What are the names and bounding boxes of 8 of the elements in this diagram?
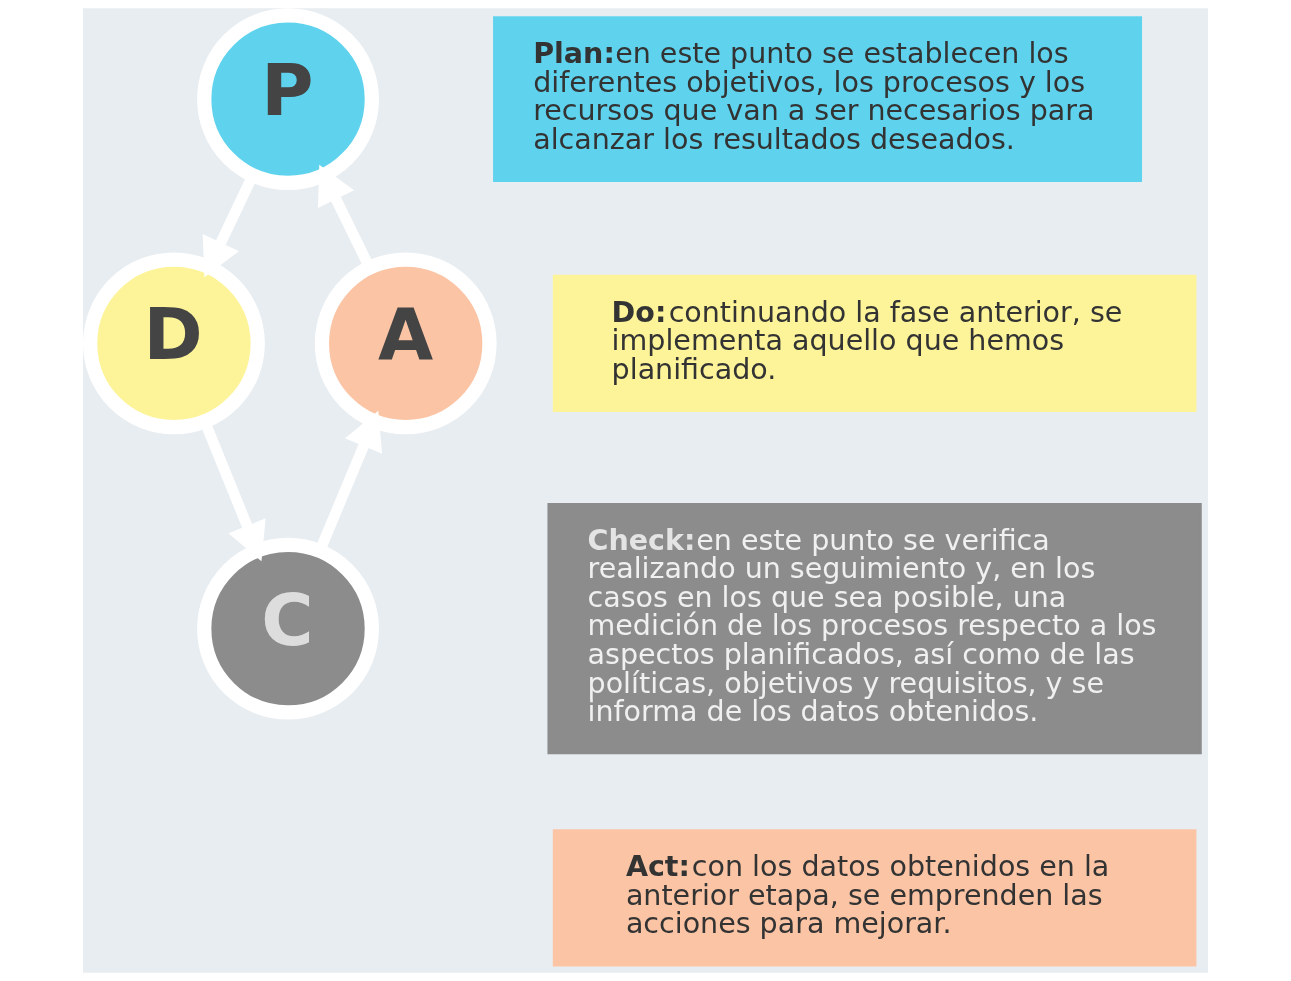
node-box: Act:con los datos obtenidos en la anterior etapa, se emprenden las acciones para mejorar. xyxy=(552,829,1197,967)
node-circle: D xyxy=(83,252,265,435)
node-box: Do:continuando la fase anterior, se implementa aquello que hemos planificado. xyxy=(552,274,1197,413)
node-circle: A xyxy=(314,252,497,435)
node-box: Check:en este punto se verifica realizando un seguimiento y, en los casos en los que sea posible, una medición de los procesos respecto a los aspectos planificados, así como de las políticas, objetivos y requisitos, y se informa de los datos obtenidos. xyxy=(547,503,1202,755)
node-circle: P xyxy=(197,8,379,191)
node-circle: C xyxy=(197,537,379,720)
node-box: Plan:en este punto se establecen los diferentes objetivos, los procesos y los recursos que van a ser necesarios para alcanzar los resultados deseados. xyxy=(493,16,1143,183)
